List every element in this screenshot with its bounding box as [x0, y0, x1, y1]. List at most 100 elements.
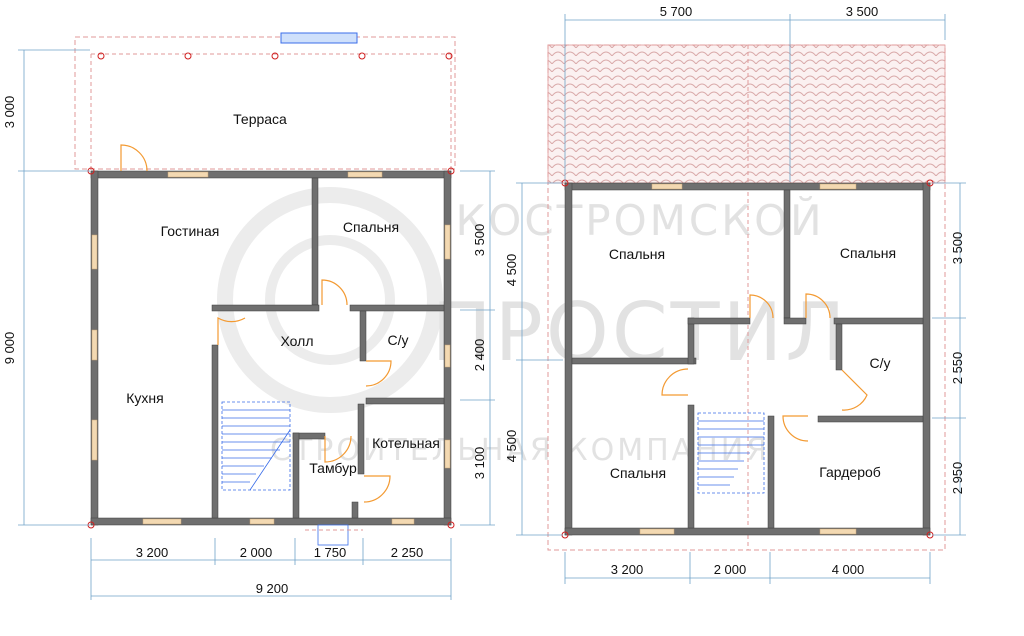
wall-boiler-top [365, 397, 445, 405]
wall-corridor-left-upper [687, 317, 695, 365]
wall-hall-top-left [211, 304, 320, 312]
watermark-ring-inner [265, 235, 395, 365]
room-vestibule: Тамбур [309, 460, 357, 476]
roof-area [547, 44, 946, 184]
dim-total: 9 200 [256, 581, 289, 596]
dim-right-1: 3 500 [950, 232, 965, 265]
wall-wardrobe-left [767, 415, 775, 529]
window [91, 329, 98, 361]
wall-corridor-top-left [687, 317, 751, 325]
dimension-lines-ground [18, 49, 495, 600]
dim-bottom-upper-2: 2 000 [714, 562, 747, 577]
dim-terrace-depth: 3 000 [2, 96, 17, 129]
watermark-line3: СТРОИТЕЛЬНАЯ КОМПАНИЯ [270, 433, 770, 468]
wall-vestibule-right [351, 501, 359, 519]
stairs-treads [222, 409, 290, 483]
room-bedroom-tr: Спальня [840, 245, 896, 261]
interior-walls-upper [571, 189, 924, 529]
room-boiler: Котельная [372, 435, 440, 451]
door-swing [120, 144, 148, 172]
stairs-run [249, 429, 291, 491]
wall-bedroom-left [311, 177, 319, 306]
entrance-step [317, 524, 349, 546]
terrace-steps [280, 32, 358, 44]
window [91, 234, 98, 270]
dim-right-bottom: 3 100 [472, 447, 487, 480]
post-marker [97, 52, 105, 60]
wall-hall-top-right [349, 304, 445, 312]
room-wc-upper: С/у [870, 355, 891, 371]
wall-right [922, 182, 931, 536]
wall-top [564, 182, 931, 191]
window [391, 518, 415, 525]
stairs-outline [221, 401, 291, 491]
windows-ground [91, 171, 451, 525]
dim-left-bottom: 4 500 [504, 430, 519, 463]
wall-corridor-top-right [783, 317, 807, 325]
roof-outline [547, 44, 946, 551]
dim-right-top: 3 500 [472, 224, 487, 257]
wall-bedroom-divider [571, 357, 697, 365]
dim-bottom-upper-3: 4 000 [832, 562, 865, 577]
window [167, 171, 209, 178]
dim-right-2: 2 550 [950, 352, 965, 385]
window [639, 528, 675, 535]
door-swing [321, 279, 348, 306]
wall-bedroom-tr-left [783, 189, 791, 319]
post-marker [445, 52, 453, 60]
room-kitchen: Кухня [126, 390, 163, 406]
wall-left [564, 182, 573, 536]
wall-kitchen-right [211, 344, 219, 519]
room-living: Гостиная [161, 223, 220, 239]
dim-top-left: 5 700 [660, 4, 693, 19]
watermark-line1: КОСТРОМСКОЙ [455, 195, 824, 245]
window [91, 419, 98, 461]
door-swing [749, 294, 774, 319]
doors-upper [661, 293, 868, 442]
stairs-upper [697, 412, 765, 494]
wall-wc-top [833, 317, 924, 325]
window [651, 183, 683, 190]
wall-wardrobe-top [817, 415, 924, 423]
room-bedroom: Спальня [343, 219, 399, 235]
dim-bottom-3: 1 750 [314, 545, 347, 560]
plan-upper-floor: Спальня Спальня С/у Спальня Гардероб 5 [504, 4, 966, 584]
window [444, 224, 451, 260]
dim-bottom-upper-1: 3 200 [611, 562, 644, 577]
room-hall: Холл [281, 333, 314, 349]
door-swing [363, 475, 391, 503]
door-swing [841, 369, 868, 411]
terrace-outline [74, 36, 456, 170]
doors-ground [120, 144, 392, 503]
plan-ground-floor: Терраса Гостиная Спальня Холл С/у Кухня … [2, 32, 495, 600]
post-marker [184, 52, 192, 60]
window [347, 171, 383, 178]
window [142, 518, 182, 525]
room-wc: С/у [388, 332, 409, 348]
dim-right-mid: 2 400 [472, 339, 487, 372]
door-swing [661, 368, 689, 396]
dim-bottom-2: 2 000 [240, 545, 273, 560]
room-bedroom-bl: Спальня [610, 465, 666, 481]
door-swing [365, 360, 392, 387]
window [444, 439, 451, 469]
dimension-lines-upper [516, 14, 966, 584]
wall-top [90, 170, 452, 179]
room-bedroom-tl: Спальня [609, 246, 665, 262]
wall-stair-left [687, 404, 695, 529]
door-swing [805, 293, 831, 319]
post-marker [271, 52, 279, 60]
interior-walls [211, 177, 445, 519]
post-marker [358, 52, 366, 60]
dim-left-top: 4 500 [504, 254, 519, 287]
wall-bottom [564, 527, 931, 536]
terrace-posts [97, 52, 453, 60]
dim-bottom-4: 2 250 [391, 545, 424, 560]
door-swing [217, 316, 246, 345]
dim-house-depth: 9 000 [2, 332, 17, 365]
watermark: КОСТРОМСКОЙ ПРОСТИЛ СТРОИТЕЛЬНАЯ КОМПАНИ… [217, 187, 846, 468]
watermark-ring [217, 187, 443, 413]
window [444, 344, 451, 368]
dim-right-3: 2 950 [950, 462, 965, 495]
